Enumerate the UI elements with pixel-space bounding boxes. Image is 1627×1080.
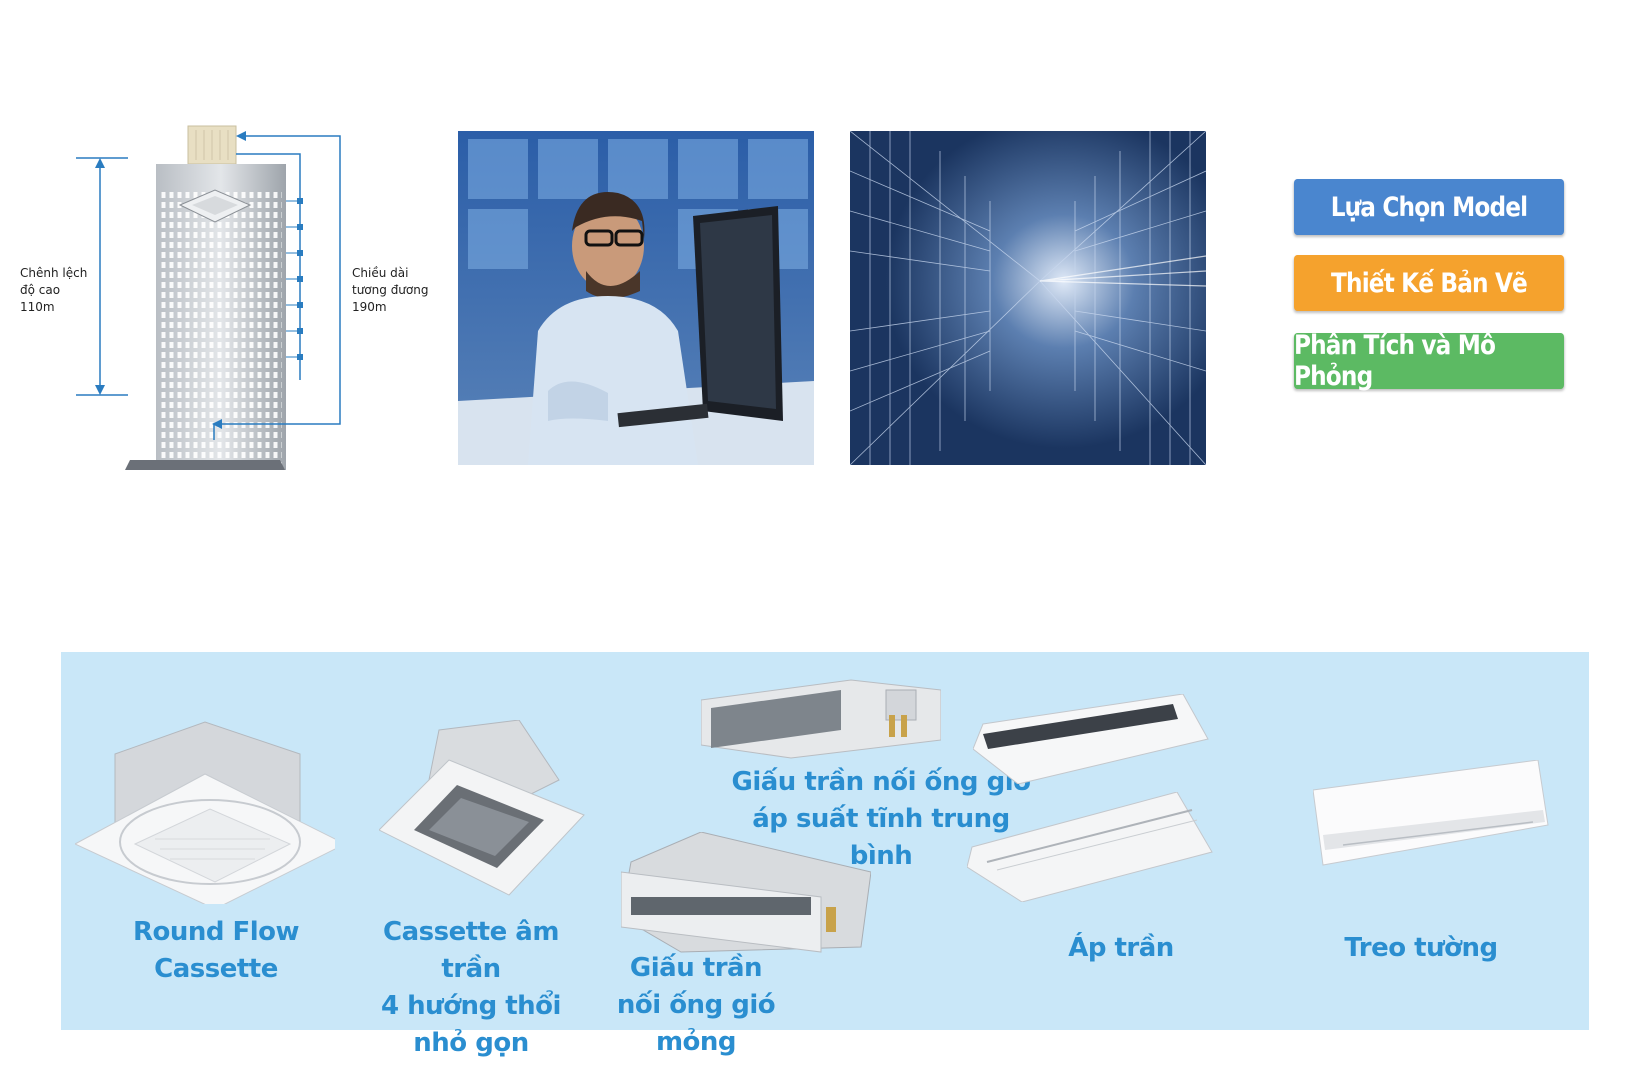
select-model-button[interactable]: Lựa Chọn Model	[1293, 179, 1565, 235]
ceiling-suspended-label: Áp trần	[1068, 933, 1174, 963]
indoor-unit-lineup-panel: Round Flow Cassette Cassette âm trần 4 h…	[61, 652, 1589, 1058]
round-flow-cassette-label: Round Flow Cassette	[132, 917, 300, 984]
slim-duct-icon	[621, 832, 871, 953]
compact-cassette-icon	[379, 720, 585, 896]
slim-duct-label: Giấu trần nối ống gió mỏng	[616, 953, 776, 1057]
equivalent-length-label: Chiều dài tương đương 190m	[352, 266, 429, 314]
engineer-at-computer-photo	[458, 131, 814, 465]
drawing-design-button[interactable]: Thiết Kế Bản Vẽ	[1293, 255, 1565, 311]
medium-static-duct-icon	[701, 679, 941, 759]
ceiling-suspended-icon	[967, 792, 1213, 902]
cassette-icon-top	[178, 189, 252, 223]
medium-static-duct-label: Giấu trần nối ống gió áp suất tĩnh trung…	[731, 767, 1031, 871]
select-model-label: Lựa Chọn Model	[1330, 191, 1528, 223]
wall-mounted-icon	[1313, 760, 1549, 866]
building-illustration	[76, 125, 341, 513]
ceiling-suspended-icon-top	[973, 694, 1209, 784]
analysis-simulation-button[interactable]: Phân Tích và Mô Phỏng	[1293, 330, 1565, 392]
wall-mounted-label: Treo tường	[1344, 933, 1498, 963]
drawing-design-label: Thiết Kế Bản Vẽ	[1331, 267, 1528, 299]
building-height-diagram: Chênh lệch độ cao 110m Chiều dài tương đ…	[0, 110, 440, 513]
building-wireframe-render	[850, 131, 1206, 465]
compact-cassette-label: Cassette âm trần 4 hướng thổi nhỏ gọn	[381, 917, 561, 1058]
round-flow-cassette-icon	[75, 721, 335, 904]
height-difference-label: Chênh lệch độ cao 110m	[20, 266, 88, 314]
analysis-simulation-label: Phân Tích và Mô Phỏng	[1293, 330, 1496, 392]
